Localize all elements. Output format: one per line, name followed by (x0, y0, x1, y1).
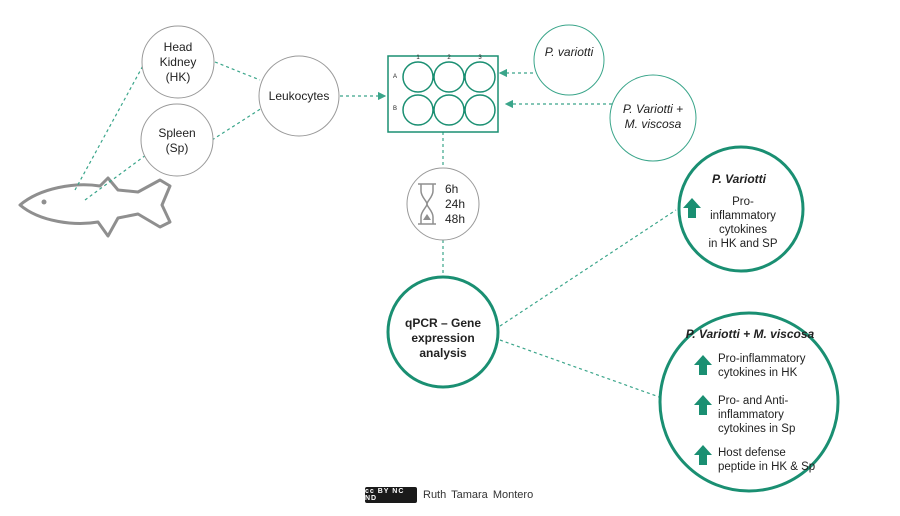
variotti-circle (533, 24, 605, 96)
leukocytes-label: Leukocytes (268, 89, 330, 103)
plate-col-label: 1 (416, 55, 420, 61)
up-arrow-icon (694, 445, 712, 465)
timepoints-label: 6h 24h 48h (445, 182, 479, 227)
leukocytes-circle (258, 55, 340, 137)
link-qpcr-result-single (499, 209, 677, 327)
result-text: in HK and SP (708, 238, 778, 250)
plate-col-label: 2 (447, 55, 451, 61)
result-text: Pro-inflammatory (718, 353, 806, 365)
timepoint-text: 6h (445, 182, 459, 196)
qpcr-label: qPCR – Gene expression analysis (388, 316, 498, 361)
qpcr-text: expression analysis (411, 331, 475, 360)
treatment-text: P. Variotti + (622, 102, 684, 116)
qpcr-text: qPCR – Gene (404, 316, 482, 330)
result-text: peptide in HK & Sp (718, 461, 816, 473)
up-arrow-icon (683, 198, 701, 218)
result-combo-item: Pro-inflammatory cytokines in HK (718, 352, 818, 380)
result-single-title: P. Variotti (711, 172, 767, 186)
culture-plate (387, 55, 499, 133)
head-kidney-label: Head Kidney (HK) (142, 40, 214, 85)
spleen-label: Spleen (Sp) (141, 126, 213, 156)
link-fish-hk (74, 61, 146, 191)
result-text: cytokines in HK (718, 367, 798, 379)
link-hk-leukocytes (214, 61, 261, 81)
result-single-circle (677, 145, 805, 273)
result-combo-title: P. Variotti + M. viscosa (685, 327, 815, 341)
link-spleen-leukocytes (211, 107, 263, 141)
hourglass-icon (418, 183, 436, 225)
organ-text: Head (163, 40, 193, 54)
combo-treatment-circle (609, 74, 697, 162)
result-combo-item: Host defense peptide in HK & Sp (718, 446, 828, 474)
result-text: cytokines in Sp (718, 423, 796, 435)
result-combo-item: Pro- and Anti- inflammatory cytokines in… (718, 394, 818, 436)
head-kidney-circle (141, 25, 215, 99)
result-text: inflammatory (718, 409, 784, 421)
organ-text: (Sp) (165, 141, 189, 155)
variotti-label: P. variotti (544, 45, 594, 59)
plate-row-label: A (392, 74, 397, 80)
timepoint-text: 48h (445, 212, 466, 226)
organ-text: Spleen (158, 126, 196, 140)
treatment-text: M. viscosa (624, 117, 682, 131)
fish-icon (18, 176, 172, 238)
plate-col-label: 3 (478, 55, 482, 61)
link-fish-spleen (84, 154, 147, 201)
result-text: Pro- and Anti- (718, 395, 789, 407)
link-qpcr-result-combo (499, 339, 663, 399)
credit-line: cc BY NC ND Ruth Tamara Montero (365, 486, 533, 504)
author-name: Ruth Tamara Montero (423, 489, 534, 501)
cc-license-icon: cc BY NC ND (365, 487, 417, 503)
result-single-text: Pro-inflammatory cytokines in HK and SP (702, 195, 784, 251)
timepoint-circle (406, 167, 480, 241)
up-arrow-icon (694, 395, 712, 415)
qpcr-circle (386, 275, 500, 389)
timepoint-text: 24h (445, 197, 466, 211)
spleen-circle (140, 103, 214, 177)
organ-text: (HK) (165, 70, 191, 84)
combo-treatment-label: P. Variotti + M. viscosa (610, 102, 696, 132)
plate-row-label: B (392, 106, 397, 112)
up-arrow-icon (694, 355, 712, 375)
result-text: Host defense (718, 447, 786, 459)
organ-text: Kidney (159, 55, 197, 69)
result-text: cytokines (719, 224, 767, 236)
result-text: Pro-inflammatory (710, 196, 776, 222)
